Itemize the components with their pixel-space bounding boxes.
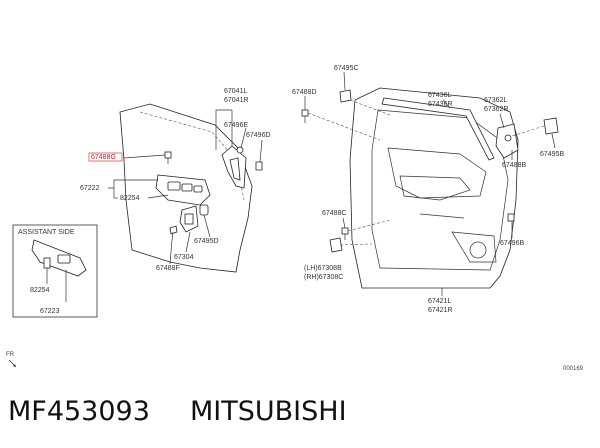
brand-name: MITSUBISHI <box>190 396 347 427</box>
clip-67495d <box>199 204 209 216</box>
leader-lines-left <box>108 109 263 265</box>
label-82254-assistant: 82254 <box>30 287 50 294</box>
label-67436l: 67436L <box>428 92 451 99</box>
assistant-side-box <box>12 224 98 318</box>
label-67495b: 67495B <box>540 151 564 158</box>
clip-67496d <box>255 161 263 171</box>
screw-67488c <box>341 227 349 240</box>
diagram-code: 000169 <box>563 366 584 372</box>
label-67041r: 67041R <box>224 97 249 104</box>
weatherstrip-67436 <box>381 97 495 161</box>
label-67041l: 67041L <box>224 88 247 95</box>
part-number: MF453093 <box>8 396 150 427</box>
leader-lines-right <box>307 99 545 246</box>
label-67496e: 67496E <box>224 122 248 129</box>
screw-67488d <box>301 109 309 123</box>
label-67488c: 67488C <box>322 210 347 217</box>
mirror-trim-67041 <box>221 145 247 189</box>
clip-67496e <box>236 146 244 154</box>
label-67495d: 67495D <box>194 238 219 245</box>
leader-lines-right-solid <box>304 71 556 296</box>
cap-67308 <box>329 237 343 253</box>
label-67362l: 67362L <box>484 97 507 104</box>
clip-67495c <box>339 89 352 103</box>
front-arrow-icon <box>8 359 17 368</box>
label-67223: 67223 <box>40 308 60 315</box>
label-67421r: 67421R <box>428 307 453 314</box>
label-67421l: 67421L <box>428 298 451 305</box>
label-fr: FR <box>6 352 15 358</box>
label-67488g-highlight <box>88 152 123 162</box>
label-82254: 82254 <box>120 195 140 202</box>
label-67488g: 67488G <box>91 154 116 161</box>
label-67488b: 67488B <box>502 162 526 169</box>
handle-bracket-67304 <box>179 205 199 233</box>
label-67222: 67222 <box>80 185 100 192</box>
door-trim-panel <box>349 87 519 289</box>
label-67495c: 67495C <box>334 65 359 72</box>
clip-67496b <box>507 213 515 222</box>
assistant-side-title: ASSISTANT SIDE <box>18 229 75 236</box>
label-67362r: 67362R <box>484 106 509 113</box>
label-67436r: 67436R <box>428 101 453 108</box>
bracket-67362 <box>495 123 519 159</box>
clip-67495b <box>543 117 559 135</box>
label-67496d: 67496D <box>246 132 271 139</box>
screw-67488f <box>169 225 178 241</box>
label-67308b: (LH)67308B <box>304 265 342 272</box>
label-67488f: 67488F <box>156 265 180 272</box>
label-67496b: 67496B <box>500 240 524 247</box>
label-67488d: 67488D <box>292 89 317 96</box>
label-67304: 67304 <box>174 254 194 261</box>
switch-bezel-67222 <box>155 174 211 206</box>
label-67308c: (RH)67308C <box>304 274 343 281</box>
